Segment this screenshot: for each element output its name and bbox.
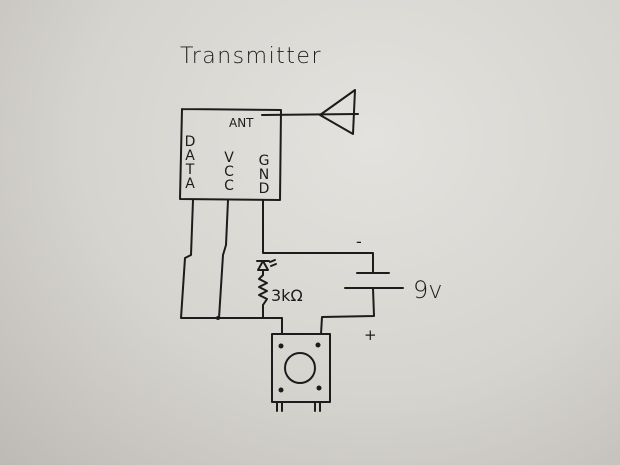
antenna-pin-label: ANT bbox=[229, 116, 254, 130]
wires bbox=[180, 199, 375, 335]
transmitter-module: ANT bbox=[179, 108, 282, 201]
battery-positive-label: + bbox=[364, 326, 377, 344]
gnd-pin-label: GND bbox=[256, 153, 272, 195]
led bbox=[256, 259, 277, 276]
antenna bbox=[261, 89, 359, 135]
diagram-title: Transmitter bbox=[180, 44, 322, 69]
battery-voltage-label: 9v bbox=[413, 276, 442, 304]
data-pin-label: DATA bbox=[182, 134, 198, 190]
push-button bbox=[271, 333, 331, 412]
resistor-label: 3kΩ bbox=[271, 286, 303, 305]
resistor: 3kΩ bbox=[258, 274, 303, 306]
battery-negative-label: - bbox=[356, 232, 362, 251]
battery: - + 9v bbox=[344, 232, 442, 344]
vcc-pin-label: VCC bbox=[221, 150, 237, 192]
